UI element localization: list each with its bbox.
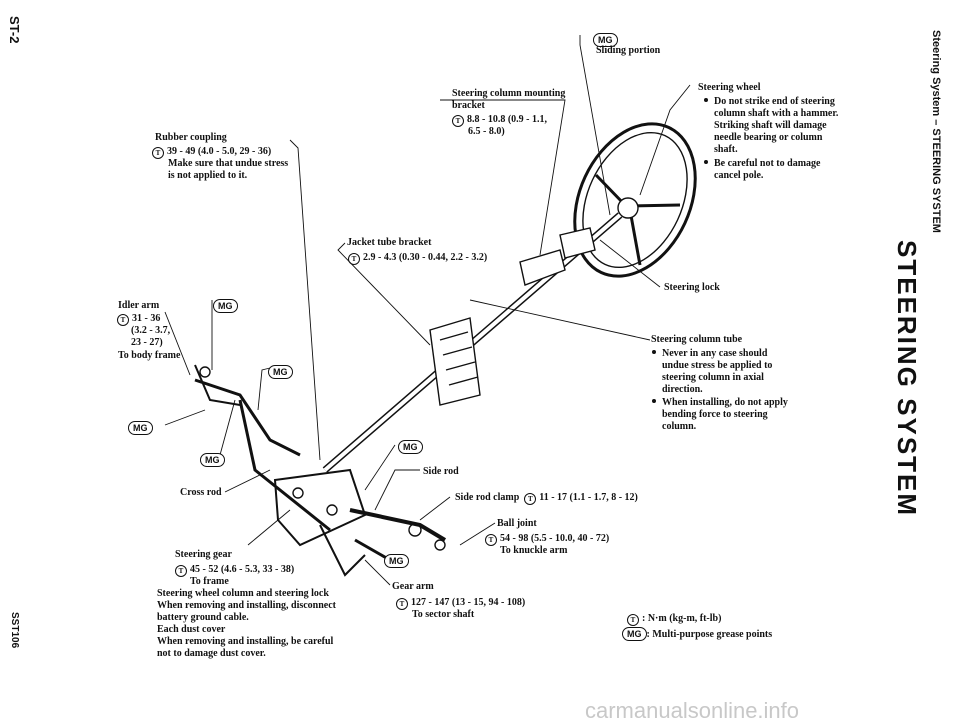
label-column-bracket-2: bracket	[452, 100, 485, 111]
label-column-tube: Steering column tube	[651, 334, 743, 345]
running-section-title: Steering System – STEERING SYSTEM	[930, 30, 942, 233]
note-steering-wheel-1b: column shaft with a hammer.	[714, 108, 839, 119]
bullet-icon	[704, 98, 708, 102]
note-bottom-4: Each dust cover	[157, 624, 226, 635]
note-bottom-2: When removing and installing, disconnect	[157, 600, 337, 611]
note-rubber-coupling-2: is not applied to it.	[168, 170, 248, 181]
note-column-tube-1c: steering column in axial	[662, 372, 764, 383]
label-steering-gear: Steering gear	[175, 549, 232, 560]
bullet-icon	[652, 350, 656, 354]
note-bottom-1: Steering wheel column and steering lock	[157, 588, 329, 599]
torque-icon: T	[152, 147, 164, 159]
note-column-tube-2b: bending force to steering	[662, 409, 768, 420]
label-gear-arm: Gear arm	[392, 581, 434, 592]
torque-icon: T	[524, 493, 537, 505]
note-steering-wheel-1d: needle bearing or column	[714, 132, 823, 143]
mg-symbol: MG	[128, 418, 153, 436]
note-bottom-6: not to damage dust cover.	[157, 648, 266, 659]
label-cross-rod: Cross rod	[180, 487, 222, 498]
note-column-tube-1d: direction.	[662, 384, 703, 395]
torque-icon: T	[175, 565, 187, 577]
jacket-bracket	[519, 249, 566, 286]
note-column-tube-1: Never in any case should	[652, 348, 767, 360]
note-steering-wheel-1: Do not strike end of steering	[704, 96, 835, 108]
label-idler-arm: Idler arm	[118, 300, 160, 311]
mg-symbol: MG	[593, 30, 618, 48]
note-column-tube-1b: undue stress be applied to	[662, 360, 773, 371]
mg-icon: MG	[622, 627, 647, 641]
label-jacket-bracket: Jacket tube bracket	[347, 237, 432, 248]
side-rod	[349, 508, 447, 542]
torque-icon: T	[485, 534, 497, 546]
document-code: SST106	[9, 612, 20, 649]
bullet-icon	[652, 399, 656, 403]
label-steering-wheel: Steering wheel	[698, 82, 761, 93]
steering-wheel-inner	[582, 131, 688, 269]
torque-icon: T	[348, 253, 360, 265]
legend-mg: MG: Multi-purpose grease points	[622, 627, 772, 641]
dust-cover	[429, 317, 481, 406]
note-steering-wheel-2b: cancel pole.	[714, 170, 764, 181]
note-column-tube-2: When installing, do not apply	[652, 397, 788, 409]
note-gear-arm: To sector shaft	[412, 609, 475, 620]
torque-idler-arm-2: (3.2 - 3.7,	[131, 325, 171, 336]
mg-symbol: MG	[398, 437, 423, 455]
section-title: STEERING SYSTEM	[892, 240, 922, 518]
bullet-icon	[704, 160, 708, 164]
note-ball-joint: To knuckle arm	[500, 545, 568, 556]
watermark: carmanualsonline.info	[585, 698, 800, 723]
label-sliding-portion: Sliding portion	[596, 45, 661, 56]
note-steering-wheel-1c: Striking shaft will damage	[714, 120, 827, 131]
torque-icon: T	[452, 115, 464, 127]
legend-torque: T: N·m (kg-m, ft-lb)	[627, 613, 721, 626]
note-steering-gear: To frame	[190, 576, 229, 587]
steering-wheel-hub	[617, 197, 639, 219]
torque-icon: T	[396, 598, 408, 610]
torque-column-bracket-2: 6.5 - 8.0)	[468, 126, 505, 137]
column-lock	[559, 227, 596, 259]
label-column-bracket: Steering column mounting	[452, 88, 566, 99]
mg-symbol: MG	[384, 551, 409, 569]
label-ball-joint: Ball joint	[497, 518, 537, 529]
note-rubber-coupling-1: Make sure that undue stress	[168, 158, 289, 169]
note-steering-wheel-2: Be careful not to damage	[704, 158, 820, 170]
torque-icon: T	[117, 314, 129, 326]
torque-icon: T	[627, 614, 639, 626]
steering-gear-box	[273, 468, 367, 547]
label-side-rod: Side rod	[423, 466, 459, 477]
steering-wheel-rim	[573, 122, 697, 278]
idler-arm	[194, 364, 241, 406]
leader-lines	[164, 35, 691, 586]
label-rubber-coupling: Rubber coupling	[155, 132, 227, 143]
torque-idler-arm-3: 23 - 27)	[131, 337, 163, 348]
note-column-tube-2c: column.	[662, 421, 697, 432]
note-steering-wheel-1e: shaft.	[714, 144, 738, 155]
mg-symbol: MG	[213, 296, 238, 314]
mg-symbol: MG	[200, 450, 225, 468]
mg-symbol: MG	[268, 362, 293, 380]
label-steering-lock: Steering lock	[664, 282, 720, 293]
note-bottom-5: When removing and installing, be careful	[157, 636, 334, 647]
note-bottom-3: battery ground cable.	[157, 612, 249, 623]
page-number: ST-2	[7, 16, 22, 44]
note-idler-arm: To body frame	[118, 350, 181, 361]
cross-rod	[194, 378, 301, 457]
